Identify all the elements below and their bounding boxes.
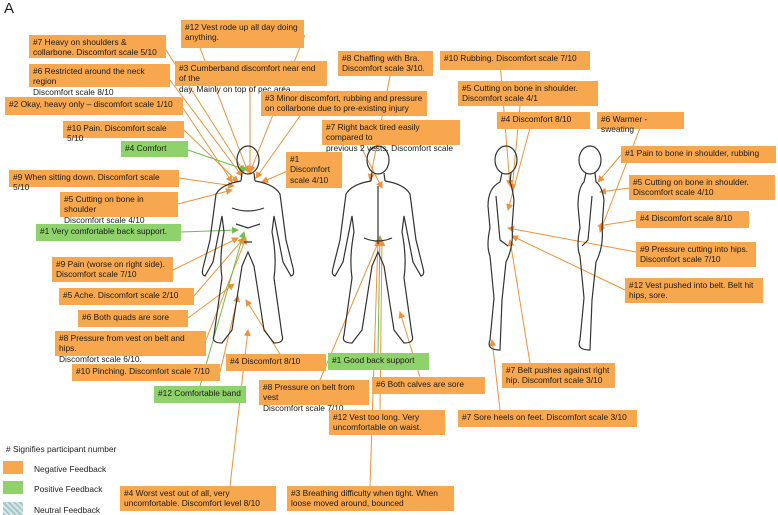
annotation-arrow <box>183 129 239 183</box>
label-p1-discomfort: #1 Discomfort scale 4/10 <box>286 152 342 188</box>
label-p1-shoulder-pain: #1 Pain to bone in shoulder, rubbing <box>621 146 776 163</box>
label-p8-chaffing: #8 Chaffing with Bra. Discomfort scale 3… <box>338 51 433 76</box>
label-p6-neck: #6 Restricted around the neck region Dis… <box>29 64 170 97</box>
legend-neutral-swatch <box>3 502 23 515</box>
annotation-arrow <box>599 187 630 195</box>
label-p7-shoulders: #7 Heavy on shoulders & collarbone. Disc… <box>29 35 166 58</box>
label-p5-shoulder-front: #5 Cutting on bone in shoulder Discomfor… <box>60 192 178 225</box>
side-body-figure-right <box>577 145 605 351</box>
label-p2-heavy: #2 Okay, heavy only – discomfort scale 1… <box>5 97 183 115</box>
label-p4-discomfort-scale: #4 Discomfort scale 8/10 <box>636 211 749 228</box>
annotation-arrow <box>511 235 626 291</box>
annotation-arrow <box>359 144 383 189</box>
label-p3-collarbone: #3 Minor discomfort, rubbing and pressur… <box>261 91 427 116</box>
label-p5-shoulder-bone: #5 Cutting on bone in shoulder. Discomfo… <box>458 81 598 106</box>
annotation-arrow <box>187 283 235 319</box>
label-p3-cumberband: #3 Cumberband discomfort near end of the… <box>175 61 327 94</box>
label-p4-worst-vest: #4 Worst vest out of all, very uncomfort… <box>120 486 276 511</box>
annotation-arrow <box>205 237 248 341</box>
label-p6-calves: #6 Both calves are sore <box>372 377 485 394</box>
annotation-arrow <box>507 239 531 364</box>
annotation-arrow <box>169 79 243 177</box>
annotation-arrow <box>177 188 233 205</box>
label-p6-quads: #6 Both quads are sore <box>78 310 188 327</box>
annotation-arrow <box>506 127 531 211</box>
label-p12-comfortable-band: #12 Comfortable band <box>154 386 246 403</box>
label-p7-belt-hip: #7 Belt pushes against right hip. Discom… <box>502 363 615 388</box>
label-p3-breathing: #3 Breathing difficulty when tight. When… <box>287 486 454 511</box>
annotation-arrow <box>255 115 301 179</box>
panel-letter: A <box>4 0 15 17</box>
label-p4-discomfort-side: #4 Discomfort 8/10 <box>497 112 590 129</box>
annotation-arrow <box>193 237 245 297</box>
label-p1-good-back: #1 Good back support <box>328 353 429 370</box>
label-p10-pinching: #10 Pinching. Discomfort scale 7/10 <box>72 364 220 381</box>
label-p7-back-tired: #7 Right back tired easily compared to p… <box>322 120 460 163</box>
label-p10-rubbing: #10 Rubbing. Discomfort scale 7/10 <box>440 51 590 70</box>
annotation-arrow <box>597 219 637 229</box>
annotation-arrow <box>507 225 637 253</box>
legend-neutral-label: Neutral Feedback <box>34 505 101 515</box>
label-p9-pain-right: #9 Pain (worse on right side). Discomfor… <box>52 257 173 282</box>
annotation-arrow <box>178 177 235 189</box>
annotation-arrow <box>187 149 247 172</box>
label-p12-vest-rode-up: #12 Vest rode up all day doing anything. <box>181 20 304 48</box>
back-body-figure <box>331 145 425 344</box>
legend-positive-swatch <box>3 481 23 494</box>
label-p7-sore-heels: #7 Sore heels on feet. Discomfort scale … <box>458 410 637 427</box>
annotation-arrow <box>598 127 641 233</box>
label-p5-ache: #5 Ache. Discomfort scale 2/10 <box>59 288 194 305</box>
legend-title: # Signifies participant number <box>6 444 117 454</box>
label-p9-hips: #9 Pressure cutting into hips. Discomfor… <box>636 242 756 267</box>
annotation-arrow <box>180 226 239 234</box>
front-body-figure <box>201 145 295 344</box>
annotation-arrow <box>172 237 239 271</box>
label-p10-pain: #10 Pain. Discomfort scale 5/10 <box>63 121 184 143</box>
legend-negative-label: Negative Feedback <box>34 464 107 474</box>
annotation-arrow <box>489 339 501 411</box>
annotation-arrow <box>261 169 291 183</box>
label-p4-comfort: #4 Comfort <box>121 141 188 157</box>
legend-positive-label: Positive Feedback <box>34 484 103 494</box>
label-p8-belt-pressure: #8 Pressure on belt from vest Discomfort… <box>259 380 369 413</box>
label-p6-warmer: #6 Warmer - sweating <box>597 112 684 134</box>
legend-negative-swatch <box>3 461 23 474</box>
label-p12-belt: #12 Vest pushed into belt. Belt hit hips… <box>625 278 763 303</box>
label-p12-vest-too-long: #12 Vest too long. Very uncomfortable on… <box>329 410 445 435</box>
annotation-arrow <box>199 231 246 387</box>
annotation-arrow <box>597 154 622 183</box>
label-p9-sitting: #9 When sitting down. Discomfort scale 5… <box>9 170 179 192</box>
annotation-arrow <box>182 107 233 183</box>
label-p4-discomfort-legs: #4 Discomfort 8/10 <box>226 354 326 371</box>
label-p8-belt-hips: #8 Pressure from vest on belt and hips. … <box>55 331 206 364</box>
label-p5-shoulder-side: #5 Cutting on bone in shoulder. Discomfo… <box>629 175 775 200</box>
side-body-figure-left <box>487 145 518 351</box>
label-p1-back-support: #1 Very comfortable back support. <box>36 224 181 241</box>
